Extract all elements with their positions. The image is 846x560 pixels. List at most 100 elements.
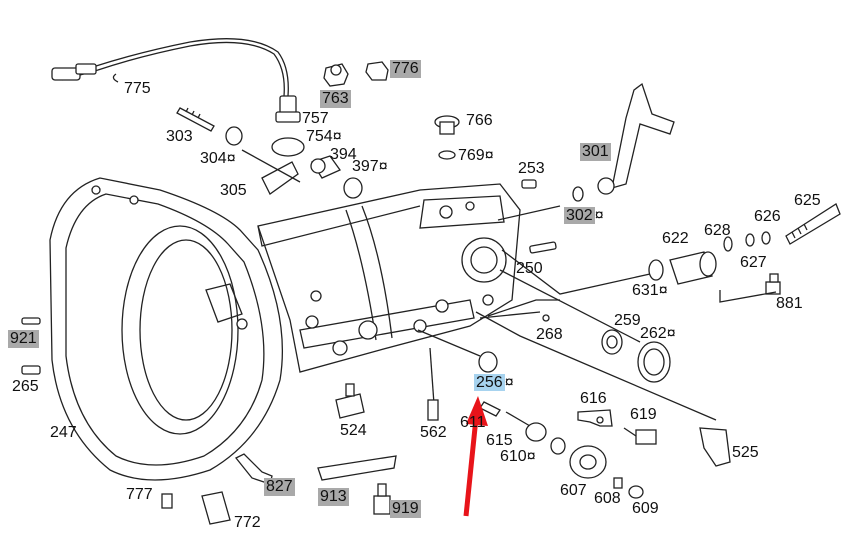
- oring-754-icon: [271, 137, 305, 157]
- label-259[interactable]: 259: [614, 312, 641, 329]
- pin-250-icon: [529, 241, 557, 254]
- modulator-622-icon: [669, 251, 717, 285]
- pin-608-icon: [613, 477, 623, 489]
- speedometer-cable-icon: [51, 38, 301, 123]
- washer-610-icon: [550, 437, 566, 455]
- washer-626-icon: [761, 231, 771, 245]
- bracket-305-icon: [241, 149, 301, 195]
- label-256-number: 256: [474, 374, 505, 391]
- label-524[interactable]: 524: [340, 422, 367, 439]
- label-763[interactable]: 763: [320, 90, 351, 108]
- label-919[interactable]: 919: [390, 500, 421, 518]
- label-608[interactable]: 608: [594, 490, 621, 507]
- label-304[interactable]: 304¤: [200, 150, 236, 167]
- label-394[interactable]: 394: [330, 146, 357, 163]
- washer-627-icon: [745, 233, 755, 247]
- label-622[interactable]: 622: [662, 230, 689, 247]
- label-302-suffix: ¤: [594, 207, 604, 224]
- leader-lines: [417, 205, 777, 421]
- label-757[interactable]: 757: [302, 110, 329, 127]
- valve-394-icon: [310, 155, 341, 179]
- sensor-524-icon: [335, 383, 365, 419]
- bolt-919-icon: [373, 483, 391, 515]
- pin-921-icon: [21, 317, 41, 325]
- clip-763-icon: [323, 63, 349, 87]
- washer-304-icon: [225, 126, 243, 146]
- ring-631-icon: [648, 259, 664, 281]
- label-626[interactable]: 626: [754, 208, 781, 225]
- label-921[interactable]: 921: [8, 330, 39, 348]
- label-913[interactable]: 913: [318, 488, 349, 506]
- label-256-suffix: ¤: [504, 374, 514, 391]
- label-302-number: 302: [564, 207, 595, 224]
- label-250[interactable]: 250: [516, 260, 543, 277]
- pin-265-icon: [21, 365, 41, 375]
- label-628[interactable]: 628: [704, 222, 731, 239]
- label-562[interactable]: 562: [420, 424, 447, 441]
- ball-268-icon: [542, 314, 550, 322]
- plate-913-icon: [317, 455, 397, 481]
- ring-397-icon: [343, 177, 363, 199]
- fitting-562-icon: [427, 399, 439, 421]
- label-253[interactable]: 253: [518, 160, 545, 177]
- label-301[interactable]: 301: [580, 143, 611, 161]
- label-607[interactable]: 607: [560, 482, 587, 499]
- label-525[interactable]: 525: [732, 444, 759, 461]
- label-610[interactable]: 610¤: [500, 448, 536, 465]
- washer-769-icon: [438, 150, 456, 160]
- label-305[interactable]: 305: [220, 182, 247, 199]
- label-769[interactable]: 769¤: [458, 147, 494, 164]
- label-262[interactable]: 262¤: [640, 325, 676, 342]
- label-609[interactable]: 609: [632, 500, 659, 517]
- plug-766-icon: [434, 115, 460, 135]
- label-754[interactable]: 754¤: [306, 128, 342, 145]
- label-766[interactable]: 766: [466, 112, 493, 129]
- valve-615-icon: [505, 411, 547, 442]
- plug-609-icon: [628, 485, 644, 499]
- label-256[interactable]: 256¤: [474, 374, 514, 392]
- clip-776-icon: [365, 61, 389, 81]
- transmission-case-icon: [257, 183, 521, 373]
- bell-housing-247-icon: [49, 177, 284, 481]
- label-303[interactable]: 303: [166, 128, 193, 145]
- label-776[interactable]: 776: [390, 60, 421, 78]
- red-arrow-icon: [463, 396, 488, 517]
- bracket-772-icon: [201, 491, 231, 525]
- washer-628-icon: [723, 236, 733, 252]
- label-397[interactable]: 397¤: [352, 158, 388, 175]
- label-619[interactable]: 619: [630, 406, 657, 423]
- bracket-616-icon: [577, 409, 613, 427]
- seal-262-icon: [637, 341, 671, 383]
- pin-303-icon: [176, 107, 215, 132]
- label-616[interactable]: 616: [580, 390, 607, 407]
- label-302[interactable]: 302¤: [564, 207, 604, 225]
- actuator-607-icon: [569, 445, 607, 479]
- label-827[interactable]: 827: [264, 478, 295, 496]
- ring-256-icon: [478, 351, 498, 373]
- connector-525-icon: [699, 427, 731, 467]
- selector-lever-301-icon: [597, 82, 675, 195]
- plug-611-icon: [479, 401, 501, 417]
- label-625[interactable]: 625: [794, 192, 821, 209]
- label-777[interactable]: 777: [126, 486, 153, 503]
- pin-253-icon: [521, 179, 537, 189]
- bracket-827-icon: [234, 453, 273, 485]
- label-772[interactable]: 772: [234, 514, 261, 531]
- screw-619-icon: [623, 427, 657, 445]
- shaft-625-icon: [785, 203, 841, 245]
- bolt-777-icon: [161, 493, 173, 509]
- seal-259-icon: [601, 329, 623, 355]
- label-615[interactable]: 615: [486, 432, 513, 449]
- label-611[interactable]: 611: [460, 414, 486, 431]
- washer-302-icon: [572, 186, 584, 202]
- label-627[interactable]: 627: [740, 254, 767, 271]
- label-247[interactable]: 247: [50, 424, 77, 441]
- label-881[interactable]: 881: [776, 295, 803, 312]
- label-631[interactable]: 631¤: [632, 282, 668, 299]
- label-775[interactable]: 775: [124, 80, 151, 97]
- screw-881-icon: [765, 273, 781, 295]
- label-265[interactable]: 265: [12, 378, 39, 395]
- label-268[interactable]: 268: [536, 326, 563, 343]
